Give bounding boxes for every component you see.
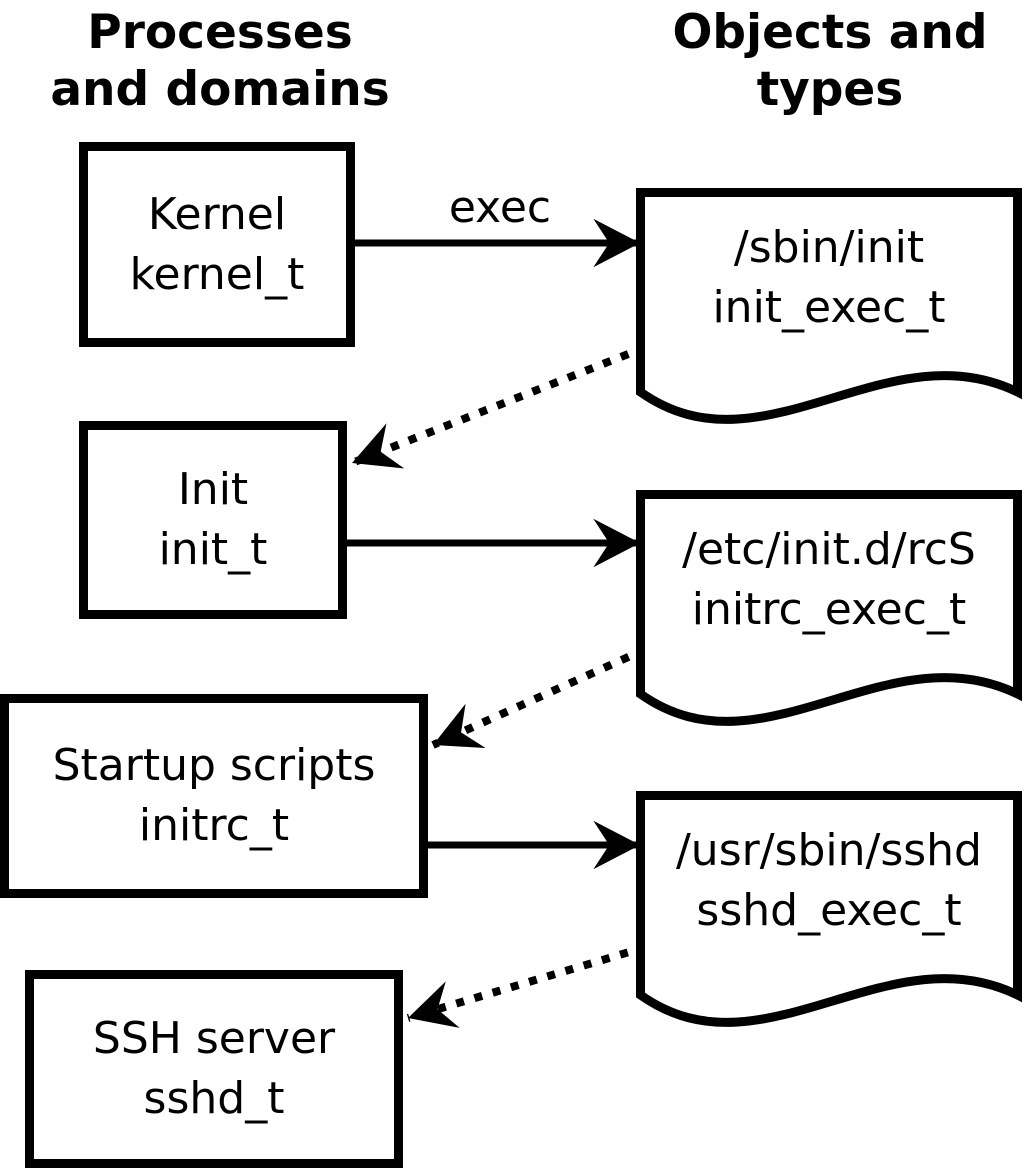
object-type: init_exec_t [712, 282, 946, 333]
dotted-arrow-init-exec-to-init-t [350, 343, 648, 469]
process-domain-type: kernel_t [129, 248, 305, 300]
objects-column-header: Objects and types [620, 4, 1024, 118]
object-node-text: /etc/init.d/rcS initrc_exec_t [636, 490, 1022, 640]
dotted-arrow-initrc-exec-to-initrc-t [431, 645, 648, 749]
object-type: initrc_exec_t [691, 584, 967, 635]
objects-header-line1: Objects and [672, 5, 988, 60]
object-node-text: /sbin/init init_exec_t [636, 188, 1022, 338]
process-name: SSH server [92, 1013, 336, 1064]
process-node-init: Init init_t [79, 421, 347, 619]
process-node-kernel: Kernel kernel_t [79, 142, 355, 347]
processes-column-header: Processes and domains [10, 4, 430, 118]
processes-header-line2: and domains [50, 62, 390, 117]
objects-header-line2: types [756, 62, 904, 117]
object-path: /usr/sbin/sshd [675, 825, 982, 876]
document-shape [636, 490, 1022, 726]
object-node-text: /usr/sbin/sshd sshd_exec_t [636, 791, 1022, 941]
object-node-sbin-init: /sbin/init init_exec_t [636, 188, 1022, 440]
process-node-startup-scripts: Startup scripts initrc_t [0, 694, 428, 898]
object-type: sshd_exec_t [696, 885, 962, 936]
object-node-usr-sbin-sshd: /usr/sbin/sshd sshd_exec_t [636, 791, 1022, 1043]
process-domain-type: initrc_t [138, 800, 290, 851]
processes-header-line1: Processes [87, 5, 353, 60]
process-name: Kernel [147, 188, 287, 240]
dotted-arrow-sshd-exec-to-sshd-t [406, 943, 648, 1028]
process-name: Startup scripts [52, 740, 376, 791]
document-shape [636, 791, 1022, 1027]
document-shape [636, 188, 1022, 424]
process-node-ssh-server: SSH server sshd_t [25, 970, 403, 1168]
exec-arrow-label: exec [448, 182, 552, 233]
object-path: /etc/init.d/rcS [682, 524, 976, 575]
process-name: Init [177, 464, 249, 515]
object-path: /sbin/init [733, 222, 925, 273]
process-domain-type: init_t [158, 524, 268, 575]
process-domain-type: sshd_t [143, 1073, 285, 1124]
object-node-etc-initd-rcS: /etc/init.d/rcS initrc_exec_t [636, 490, 1022, 742]
